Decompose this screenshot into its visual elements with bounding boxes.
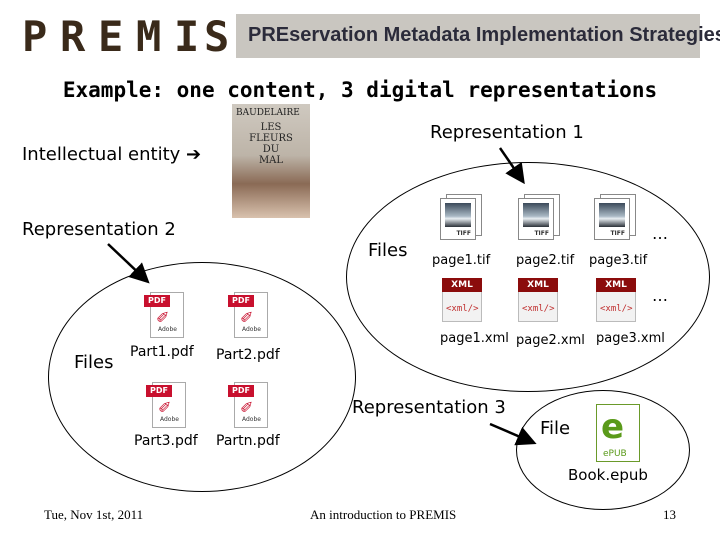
footer-date: Tue, Nov 1st, 2011 (44, 507, 144, 522)
pdf-file-icon: PDF ✐ Adobe (228, 292, 270, 338)
premis-logo: P R E M I S (18, 12, 236, 61)
representation1-label: Representation 1 (430, 122, 584, 143)
tif-file-icon: TIFF (518, 194, 560, 240)
tif-filename: page3.tif (589, 253, 648, 268)
pdf-file-icon: PDF ✐ Adobe (146, 382, 188, 428)
logo-letter: P (22, 12, 48, 61)
arrow-rep3 (489, 422, 537, 446)
tif-filename: page2.tif (516, 253, 575, 268)
xml-file-icon: XML <xml/> (596, 278, 642, 322)
representation2-label: Representation 2 (22, 219, 176, 240)
xml-filename: page1.xml (440, 331, 509, 346)
pdf-brand: Adobe (242, 416, 261, 423)
book-title-line: LES (260, 122, 282, 133)
representation3-label: Representation 3 (352, 397, 506, 418)
pdf-header: PDF (144, 295, 170, 307)
banner-text: PREservation Metadata Implementation Str… (248, 24, 720, 46)
tif-ellipsis: … (652, 224, 668, 243)
representation2-ellipse (48, 262, 356, 492)
footer-title: An introduction to PREMIS (310, 507, 457, 522)
pdf-filename: Part2.pdf (216, 347, 280, 363)
acrobat-symbol: ✐ (158, 398, 172, 417)
xml-filename: page3.xml (596, 331, 665, 346)
xml-header: XML (442, 278, 482, 292)
book-cover-image: BAUDELAIRE LES FLEURS DU MAL (232, 104, 310, 218)
slide-title: Example: one content, 3 digital represen… (62, 78, 658, 102)
xml-ellipsis: … (652, 286, 668, 305)
acrobat-symbol: ✐ (240, 308, 254, 327)
logo-letter: R (60, 12, 86, 61)
tif-tag: TIFF (534, 230, 549, 237)
epub-logo: e (601, 407, 625, 447)
pdf-filename: Partn.pdf (216, 433, 280, 449)
pdf-brand: Adobe (160, 416, 179, 423)
book-author: BAUDELAIRE (236, 108, 300, 118)
pdf-brand: Adobe (242, 326, 261, 333)
arrow-rep2 (107, 243, 150, 284)
xml-code: <xml/> (446, 304, 479, 314)
intellectual-entity-text: Intellectual entity (22, 144, 181, 165)
xml-file-icon: XML <xml/> (518, 278, 564, 322)
banner-band: PREservation Metadata Implementation Str… (236, 14, 720, 58)
book-title: LES FLEURS DU MAL (244, 122, 298, 166)
logo-letter: I (174, 12, 200, 61)
tif-file-icon: TIFF (440, 194, 482, 240)
pdf-filename: Part3.pdf (134, 433, 198, 449)
logo-letter: E (98, 12, 124, 61)
book-title-line: MAL (258, 155, 284, 166)
xml-file-icon: XML <xml/> (442, 278, 488, 322)
logo-letter: S (204, 12, 230, 61)
header-banner: P R E M I S PREservation Metadata Implem… (18, 12, 720, 61)
pdf-header: PDF (228, 385, 254, 397)
xml-header: XML (596, 278, 636, 292)
pdf-brand: Adobe (158, 326, 177, 333)
acrobat-symbol: ✐ (156, 308, 170, 327)
xml-filename: page2.xml (516, 333, 585, 348)
representation3-file-label: File (540, 418, 571, 439)
representation2-files-label: Files (74, 352, 114, 373)
pdf-file-icon: PDF ✐ Adobe (144, 292, 186, 338)
pdf-header: PDF (228, 295, 254, 307)
tif-filename: page1.tif (432, 253, 491, 268)
representation3-ellipse (516, 390, 690, 510)
xml-header: XML (518, 278, 558, 292)
page-number: 13 (663, 507, 676, 522)
representation1-files-label: Files (368, 240, 408, 261)
book-title-line: DU (262, 144, 280, 155)
xml-code: <xml/> (522, 304, 555, 314)
logo-letter: M (136, 12, 162, 61)
tif-tag: TIFF (610, 230, 625, 237)
epub-file-icon: e ePUB (596, 404, 640, 462)
arrow-rep1 (498, 147, 525, 185)
tif-file-icon: TIFF (594, 194, 636, 240)
pdf-file-icon: PDF ✐ Adobe (228, 382, 270, 428)
epub-filename: Book.epub (568, 466, 648, 484)
representation1-ellipse (346, 162, 710, 392)
book-title-line: FLEURS (249, 133, 293, 144)
pdf-filename: Part1.pdf (130, 344, 194, 360)
xml-code: <xml/> (600, 304, 633, 314)
acrobat-symbol: ✐ (240, 398, 254, 417)
pdf-header: PDF (146, 385, 172, 397)
arrow-right-icon: ➔ (186, 144, 202, 165)
epub-label: ePUB (603, 449, 627, 459)
tif-tag: TIFF (456, 230, 471, 237)
intellectual-entity-label: Intellectual entity ➔ (22, 144, 201, 165)
